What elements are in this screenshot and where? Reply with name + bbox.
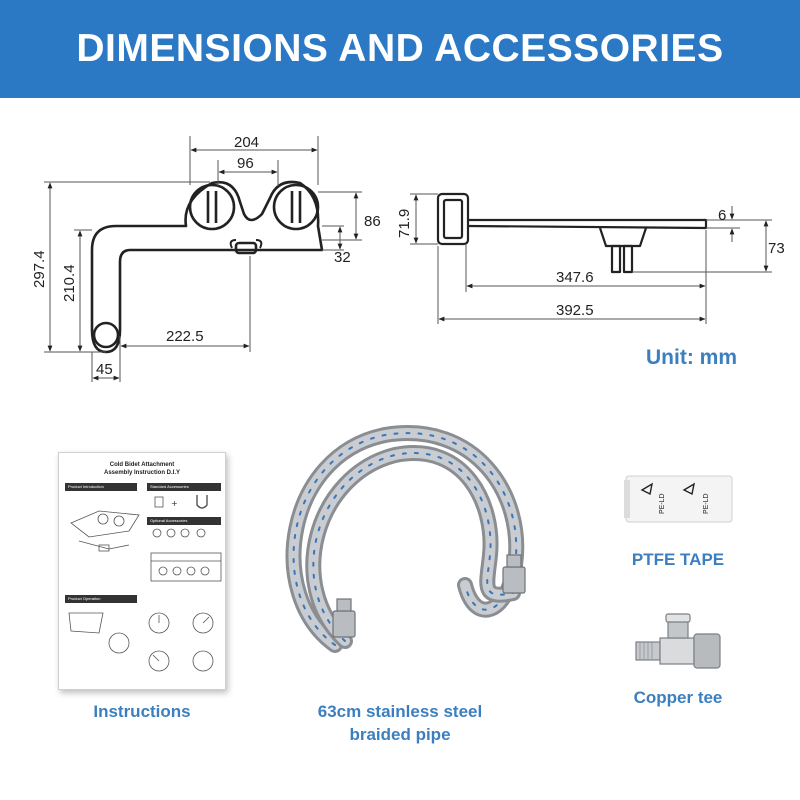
pipe-caption-line1: 63cm stainless steel: [317, 702, 483, 721]
instructions-caption: Instructions: [93, 702, 191, 721]
dim-210-4: 210.4: [61, 264, 78, 302]
copper-tee-image: [635, 613, 721, 669]
dim-222-5: 222.5: [166, 328, 204, 345]
manual-section-label: Standard Accessories: [147, 483, 221, 491]
side-view-drawing: [436, 192, 708, 274]
copper-tee-caption: Copper tee: [633, 688, 723, 707]
pipe-caption-line2: braided pipe: [349, 725, 451, 744]
svg-text:+: +: [171, 499, 178, 508]
top-view-dimension-lines: [44, 136, 362, 382]
manual-section-label: Optional Accessories: [147, 517, 221, 525]
dim-73: 73: [768, 240, 785, 257]
side-view-dimension-lines: [410, 193, 772, 324]
side-view-dimension-labels: 71.9 6 73 347.6 392.5: [396, 207, 785, 319]
header-banner: DIMENSIONS AND ACCESSORIES: [0, 0, 800, 98]
dim-297-4: 297.4: [31, 250, 48, 288]
manual-section-label: Product Operation: [65, 595, 137, 603]
pipe-caption: 63cm stainless steel braided pipe: [290, 700, 510, 746]
braided-pipe-image: [285, 425, 526, 653]
tape-print-2: PE-LD: [703, 493, 710, 514]
tape-print-1: PE-LD: [659, 493, 666, 514]
dim-347-6: 347.6: [556, 269, 594, 286]
unit-label: Unit: mm: [646, 346, 737, 369]
dimension-drawing: 204 96 86 32 297.4 210.4 222.5 45: [31, 134, 785, 382]
top-view-drawing: [90, 180, 324, 354]
dim-45: 45: [96, 361, 113, 378]
ptfe-tape-caption: PTFE TAPE: [631, 550, 725, 569]
manual-section-label: Product Introduction: [65, 483, 137, 491]
manual-title: Cold Bidet Attachment Assembly Instructi…: [103, 462, 181, 476]
manual-illustrations: +: [68, 495, 222, 672]
ptfe-tape-image: PE-LD PE-LD: [624, 475, 733, 523]
dim-86: 86: [364, 213, 381, 230]
page-title: DIMENSIONS AND ACCESSORIES: [76, 27, 724, 70]
dim-204: 204: [234, 134, 259, 151]
dim-71-9: 71.9: [396, 209, 413, 238]
instruction-manual-image: Cold Bidet Attachment Assembly Instructi…: [58, 452, 226, 690]
top-view-dimension-labels: 204 96 86 32 297.4 210.4 222.5 45: [31, 134, 381, 378]
dim-96: 96: [237, 155, 254, 172]
dim-6: 6: [718, 207, 726, 224]
dim-392-5: 392.5: [556, 302, 594, 319]
dim-32: 32: [334, 249, 351, 266]
